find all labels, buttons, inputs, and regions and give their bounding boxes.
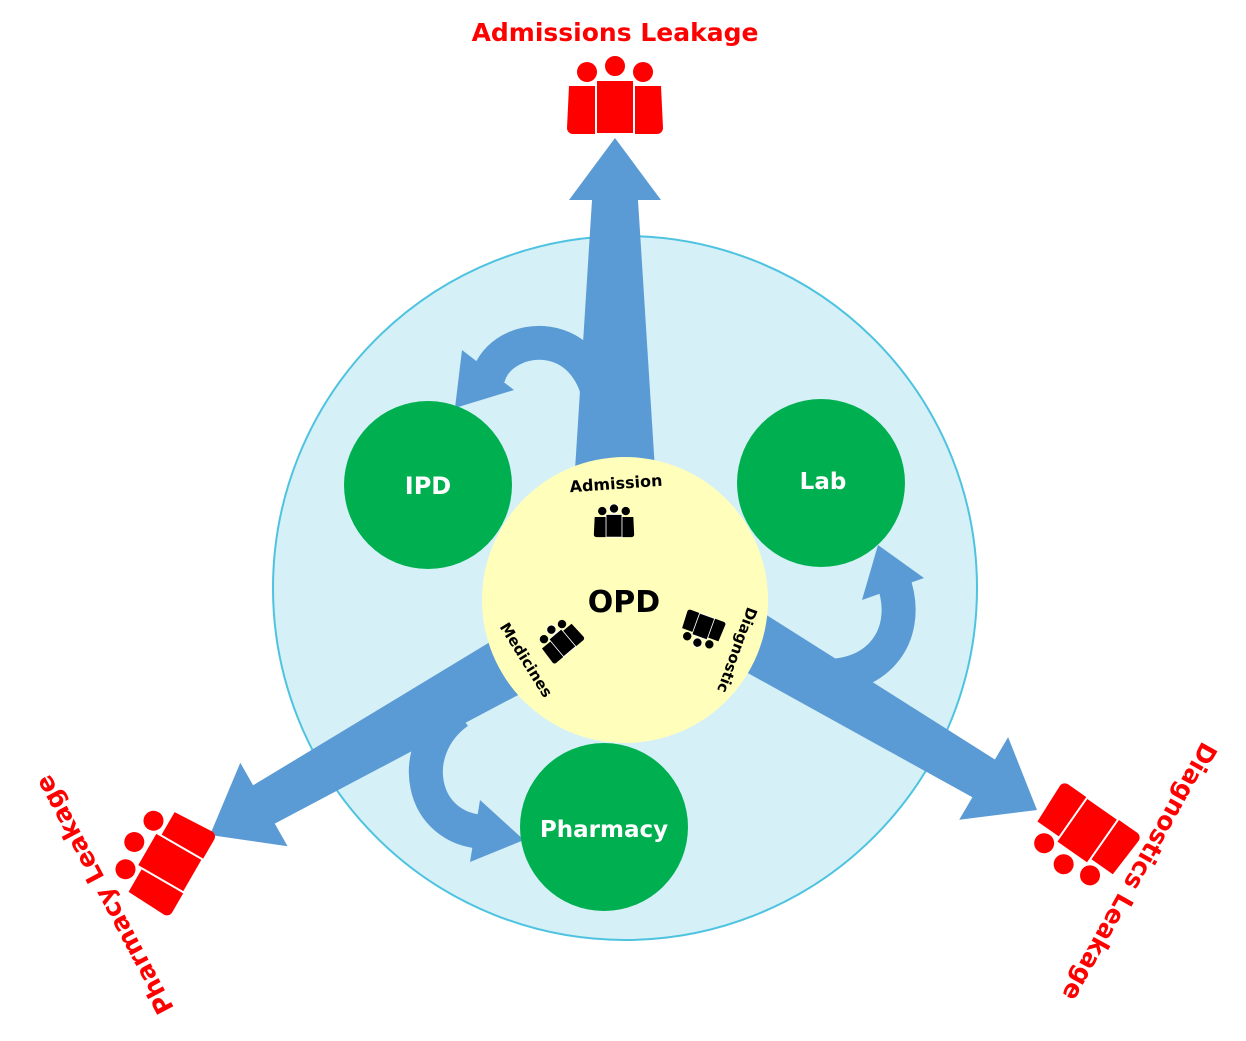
opd-label: OPD bbox=[588, 585, 660, 620]
arrow-to-pharmacy-leakage bbox=[210, 641, 520, 847]
node-ipd-label: IPD bbox=[405, 472, 451, 500]
node-pharmacy[interactable]: Pharmacy bbox=[520, 743, 688, 911]
node-lab[interactable]: Lab bbox=[737, 399, 905, 567]
node-pharmacy-label: Pharmacy bbox=[540, 817, 668, 843]
curved-arrow-to-pharmacy bbox=[408, 698, 524, 862]
curved-arrow-to-ipd bbox=[455, 325, 619, 422]
curved-arrow-to-lab bbox=[795, 545, 924, 693]
people-group-icon bbox=[566, 54, 664, 135]
opd-circle bbox=[482, 457, 768, 743]
node-ipd[interactable]: IPD bbox=[344, 401, 512, 569]
admissions-leakage-label: Admissions Leakage bbox=[472, 18, 759, 47]
node-lab-label: Lab bbox=[800, 469, 847, 495]
people-group-icon bbox=[593, 503, 635, 538]
